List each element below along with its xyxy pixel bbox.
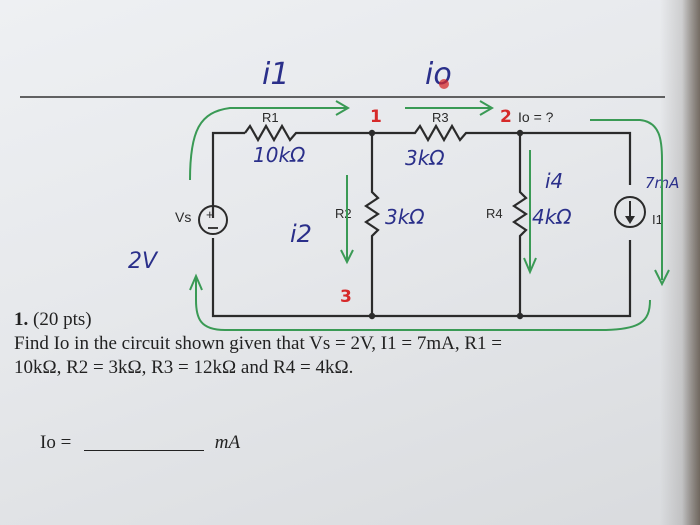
r4-value-annotation: 4kΩ (532, 205, 572, 229)
node-2-annotation: 2 (500, 107, 512, 127)
node-3-annotation: 3 (340, 287, 352, 307)
red-scribble (439, 79, 449, 89)
r2-label: R2 (335, 206, 352, 221)
i1-label: I1 (652, 212, 663, 227)
answer-label: Io = (40, 432, 72, 453)
node-dot (516, 312, 524, 320)
voltage-source-symbol: + (198, 205, 228, 235)
current-i4-annotation: i4 (545, 169, 563, 193)
problem-points: (20 pts) (33, 309, 92, 330)
vs-label: Vs (175, 209, 191, 225)
r1-label: R1 (262, 110, 279, 125)
problem-line-2: 10kΩ, R2 = 3kΩ, R3 = 12kΩ and R4 = 4kΩ. (14, 357, 354, 378)
r1-value-annotation: 10kΩ (253, 143, 306, 167)
r4-label: R4 (486, 206, 503, 221)
node-1-annotation: 1 (370, 107, 382, 127)
current-i2-annotation: i2 (290, 220, 312, 248)
problem-statement: 1. (20 pts) Find Io in the circuit shown… (14, 308, 694, 380)
current-i1-annotation: i1 (262, 57, 289, 92)
problem-heading: 1. (20 pts) (14, 308, 694, 332)
problem-line-1: Find Io in the circuit shown given that … (14, 333, 502, 354)
node-dot (368, 312, 376, 320)
svg-text:+: + (206, 207, 214, 222)
node-dot (516, 129, 524, 137)
answer-blank[interactable] (84, 436, 205, 452)
answer-unit: mA (214, 432, 241, 453)
problem-number: 1. (14, 309, 29, 330)
r3-value-annotation: 3kΩ (405, 146, 445, 170)
node-dot (368, 129, 376, 137)
r2-value-annotation: 3kΩ (385, 205, 425, 229)
current-source-symbol (614, 196, 646, 228)
io-query-label: Io = ? (518, 109, 554, 125)
vs-value-annotation: 2V (128, 249, 159, 274)
green-current-arrows (189, 100, 670, 331)
background-edge (682, 0, 700, 525)
r3-label: R3 (432, 110, 449, 125)
answer-row: Io = mA (40, 432, 240, 454)
